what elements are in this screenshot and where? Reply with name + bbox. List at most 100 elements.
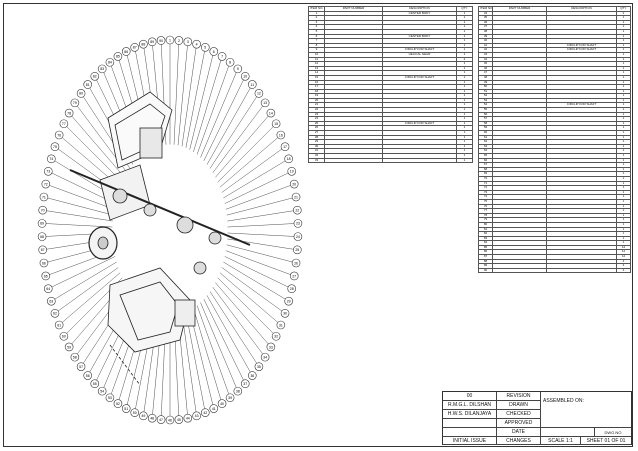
- bolt-centerline: [109, 344, 141, 386]
- balloon-circle: [39, 192, 49, 202]
- leader-line: [224, 171, 292, 204]
- balloon-label: 65: [44, 274, 48, 278]
- balloon-label: 25: [295, 248, 299, 252]
- leader-line: [196, 62, 231, 155]
- balloon-label: 33: [269, 345, 273, 349]
- balloon-circle: [37, 219, 47, 228]
- sheet-label: SHEET 01 OF 01: [581, 437, 631, 445]
- balloon-circle: [292, 205, 302, 215]
- balloon-label: 14: [269, 111, 273, 115]
- leader-line: [48, 171, 116, 204]
- balloon-circle: [271, 119, 281, 129]
- leader-line: [225, 250, 295, 277]
- right-pinion: [193, 261, 207, 275]
- balloon-circle: [254, 362, 264, 371]
- balloon-label: 3: [187, 40, 189, 44]
- balloon-circle: [254, 89, 264, 98]
- balloon-label: 47: [159, 418, 163, 422]
- balloon-circle: [174, 36, 184, 45]
- leader-line: [212, 287, 266, 358]
- balloon-label: 31: [279, 323, 283, 327]
- balloon-circle: [240, 71, 250, 81]
- balloon-label: 63: [49, 299, 53, 303]
- leader-line: [227, 209, 298, 222]
- balloon-circle: [50, 142, 60, 152]
- balloon-label: 81: [86, 83, 90, 87]
- balloon-circle: [41, 271, 51, 281]
- balloon-circle: [59, 331, 69, 341]
- balloon-circle: [284, 296, 293, 306]
- balloon-label: 19: [290, 170, 294, 174]
- leader-line: [59, 272, 121, 326]
- bom-qty: 4: [616, 267, 631, 274]
- balloon-label: 69: [40, 222, 44, 226]
- bom-part-number: [492, 267, 547, 274]
- balloon-circle: [70, 98, 80, 108]
- balloon-label: 88: [141, 42, 145, 46]
- balloon-circle: [266, 108, 276, 118]
- balloon-label: 2: [178, 39, 180, 43]
- lower-housing-part: [107, 267, 191, 353]
- balloon-label: 51: [124, 407, 128, 411]
- balloon-label: 40: [220, 402, 224, 406]
- balloon-label: 41: [212, 407, 216, 411]
- bom-part-number: [324, 157, 383, 164]
- balloon-circle: [113, 399, 123, 408]
- balloon-circle: [240, 379, 250, 389]
- bom-description: [546, 267, 617, 274]
- balloon-circle: [37, 232, 47, 241]
- balloon-circle: [292, 245, 302, 255]
- balloon-circle: [291, 258, 301, 268]
- leader-line: [181, 44, 197, 147]
- empty-cell: [443, 428, 497, 437]
- balloon-label: 52: [116, 402, 120, 406]
- balloon-circle: [200, 408, 210, 417]
- balloon-label: 11: [250, 83, 254, 87]
- balloon-label: 43: [195, 414, 199, 418]
- date-label: DATE: [497, 428, 541, 437]
- bom-header-item: ITEM NO.: [308, 6, 325, 12]
- balloon-label: 32: [274, 335, 278, 339]
- balloon-label: 66: [42, 261, 46, 265]
- balloon-circle: [50, 308, 60, 318]
- balloon-label: 72: [44, 182, 48, 186]
- leader-line: [227, 232, 298, 237]
- balloon-label: 60: [62, 335, 66, 339]
- balloon-label: 80: [79, 92, 83, 96]
- main-shaft: [69, 169, 251, 246]
- leader-line: [48, 256, 116, 289]
- changes-label: CHANGES: [497, 437, 541, 445]
- gear-a: [112, 188, 128, 204]
- balloon-label: 83: [100, 67, 104, 71]
- balloon-circle: [280, 142, 290, 152]
- leader-line: [203, 299, 246, 384]
- balloon-label: 22: [295, 208, 299, 212]
- revision-label: REVISION: [497, 392, 541, 401]
- balloon-circle: [139, 411, 148, 421]
- leader-line: [45, 183, 115, 210]
- balloon-circle: [291, 192, 301, 202]
- balloon-circle: [105, 57, 115, 67]
- balloon-circle: [47, 154, 56, 164]
- balloon-circle: [43, 166, 53, 176]
- balloon-circle: [260, 98, 270, 108]
- author-1: R.M.G.L. DILSHAN: [443, 401, 497, 410]
- leader-line: [203, 76, 246, 161]
- balloon-circle: [38, 205, 48, 215]
- gear-b: [143, 203, 157, 217]
- assembled-on-label: ASSEMBLED ON:: [541, 392, 631, 428]
- balloon-circle: [289, 271, 299, 281]
- balloon-circle: [217, 399, 227, 408]
- leader-line: [68, 112, 125, 178]
- balloon-label: 87: [133, 46, 137, 50]
- balloon-circle: [183, 37, 193, 47]
- gear-c: [176, 216, 194, 234]
- balloon-label: 45: [177, 418, 181, 422]
- upper-gear-stack: [139, 127, 163, 159]
- balloon-label: 37: [243, 382, 247, 386]
- balloon-circle: [121, 404, 131, 413]
- balloon-label: 15: [274, 122, 278, 126]
- balloon-label: 79: [73, 101, 77, 105]
